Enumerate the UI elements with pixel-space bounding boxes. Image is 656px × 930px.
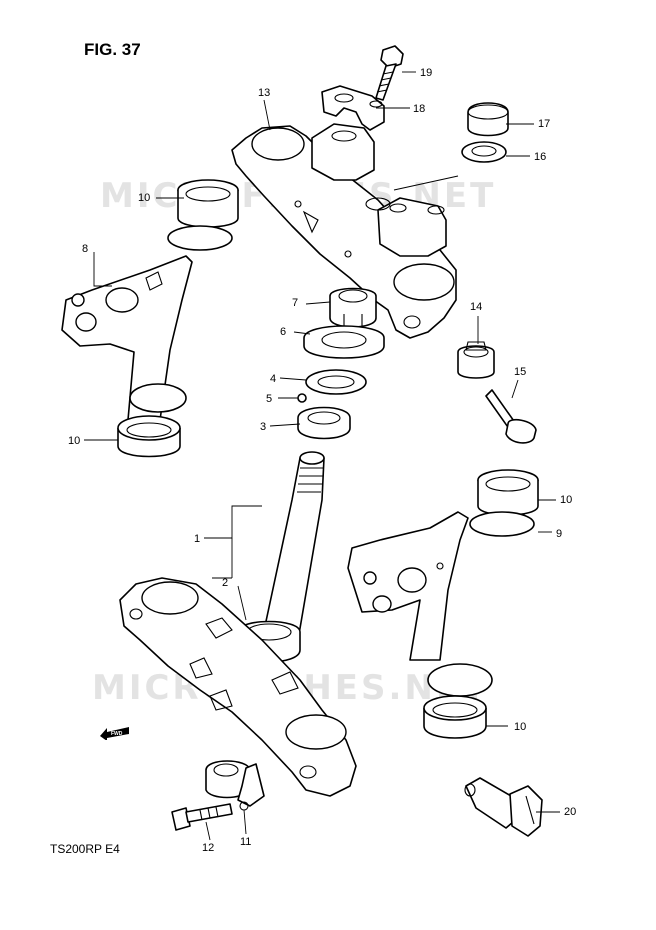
model-code: TS200RP E4 (50, 842, 120, 856)
callout-16: 16 (534, 151, 547, 163)
part-11-stopper (237, 763, 265, 811)
callout-14: 14 (470, 301, 483, 313)
callout-10-lower-right: 10 (514, 721, 527, 733)
callout-6: 6 (280, 326, 287, 338)
part-5-ball (297, 393, 307, 403)
part-17-cap (467, 102, 509, 137)
callout-15: 15 (514, 366, 527, 378)
part-15-bolt (485, 389, 537, 444)
callout-3: 3 (260, 421, 267, 433)
callout-10-upper-right: 10 (560, 494, 573, 506)
callout-13: 13 (258, 87, 271, 99)
callout-7: 7 (292, 297, 299, 309)
part-4-race (305, 369, 367, 395)
callout-5: 5 (266, 393, 273, 405)
callout-10-upper-left: 10 (138, 192, 151, 204)
callout-9: 9 (556, 528, 563, 540)
part-20-steering-lock (464, 777, 543, 837)
part-14-bolt (457, 341, 495, 379)
callout-18: 18 (413, 103, 426, 115)
part-6-dust-seal (303, 325, 385, 359)
fwd-label: FWD (111, 731, 123, 737)
part-10-lower-left-ring (117, 415, 181, 458)
callout-11: 11 (240, 836, 252, 848)
part-19-bolt (375, 45, 404, 101)
part-10-lower-right-ring (423, 695, 487, 739)
part-8-left-bracket (61, 179, 239, 421)
part-9-right-bracket (347, 469, 539, 697)
callout-2: 2 (222, 577, 229, 589)
figure-title: FIG. 37 (84, 40, 141, 59)
leader-lines (84, 71, 560, 841)
callout-17: 17 (538, 118, 551, 130)
callout-4: 4 (270, 373, 277, 385)
forward-arrow-icon: FWD (100, 727, 129, 740)
part-12-bolt (171, 760, 251, 831)
callout-19: 19 (420, 67, 433, 79)
callout-12: 12 (202, 842, 215, 854)
callout-1: 1 (194, 533, 201, 545)
part-1-stem (261, 451, 325, 641)
part-16-washer (461, 141, 507, 163)
part-18-holder-cap (321, 85, 385, 131)
part-13-upper-bracket (231, 123, 457, 339)
callout-8: 8 (82, 243, 89, 255)
part-1-lower-bracket (119, 577, 357, 797)
callout-20: 20 (564, 806, 577, 818)
callout-10-lower-left: 10 (68, 435, 81, 447)
part-7-nut (329, 287, 377, 328)
part-3-race (297, 406, 351, 440)
